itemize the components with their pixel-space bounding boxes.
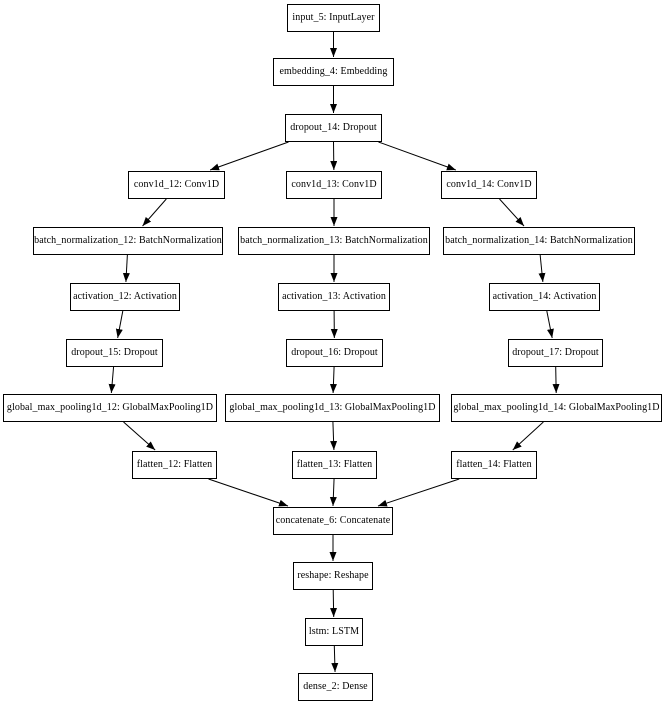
node-conv1d_12: conv1d_12: Conv1D	[128, 171, 225, 199]
node-activation_14: activation_14: Activation	[489, 283, 600, 311]
node-embedding_4: embedding_4: Embedding	[273, 58, 394, 86]
node-flatten_14: flatten_14: Flatten	[451, 451, 537, 479]
node-lstm: lstm: LSTM	[305, 618, 363, 646]
node-dropout_14: dropout_14: Dropout	[285, 114, 382, 142]
node-flatten_13: flatten_13: Flatten	[292, 451, 377, 479]
node-batch_normalization_13: batch_normalization_13: BatchNormalizati…	[238, 227, 430, 255]
node-activation_12: activation_12: Activation	[70, 283, 180, 311]
node-input_5: input_5: InputLayer	[287, 4, 380, 32]
node-concatenate_6: concatenate_6: Concatenate	[273, 507, 393, 535]
node-batch_normalization_12: batch_normalization_12: BatchNormalizati…	[33, 227, 223, 255]
node-dense_2: dense_2: Dense	[298, 673, 373, 701]
node-global_max_pooling1d_12: global_max_pooling1d_12: GlobalMaxPoolin…	[3, 394, 217, 422]
node-reshape: reshape: Reshape	[293, 562, 373, 590]
node-global_max_pooling1d_13: global_max_pooling1d_13: GlobalMaxPoolin…	[225, 394, 440, 422]
node-dropout_17: dropout_17: Dropout	[508, 339, 603, 367]
node-activation_13: activation_13: Activation	[278, 283, 390, 311]
node-conv1d_14: conv1d_14: Conv1D	[441, 171, 537, 199]
node-batch_normalization_14: batch_normalization_14: BatchNormalizati…	[443, 227, 635, 255]
node-global_max_pooling1d_14: global_max_pooling1d_14: GlobalMaxPoolin…	[451, 394, 662, 422]
node-dropout_16: dropout_16: Dropout	[286, 339, 383, 367]
node-dropout_15: dropout_15: Dropout	[66, 339, 163, 367]
node-flatten_12: flatten_12: Flatten	[132, 451, 217, 479]
node-conv1d_13: conv1d_13: Conv1D	[286, 171, 382, 199]
